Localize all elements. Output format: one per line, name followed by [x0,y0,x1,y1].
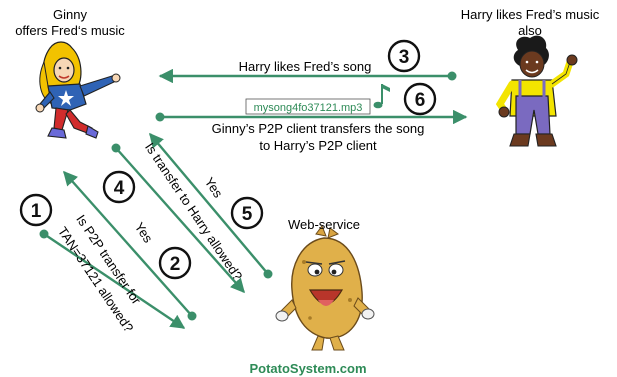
message-harry-likes: Harry likes Fred’s song [239,59,372,74]
arrow-step-1-origin [39,229,49,239]
message-yes-1: Yes [132,219,157,245]
potato-icon [275,224,375,351]
step-badge-5: 5 [230,196,264,230]
arrow-step-2-origin [187,311,197,321]
brand-label: PotatoSystem.com [249,361,366,376]
arrow-step-5 [149,132,269,275]
message-transfer-line2: to Harry’s P2P client [259,138,377,153]
arrow-step-4 [115,147,245,294]
step-badge-4: 4 [102,170,136,204]
arrow-step-2 [63,170,193,317]
message-transfer-line1: Ginny’s P2P client transfers the song [212,121,425,136]
arrow-step-5-origin [263,269,273,279]
step-number: 3 [399,47,410,68]
arrow-step-3-origin [447,71,457,81]
file-name-box [245,98,371,115]
step-number: 6 [415,90,426,111]
step-badge-6: 6 [403,82,437,116]
music-note-icon [373,84,390,109]
step-number: 2 [170,254,181,275]
step-number: 1 [31,201,42,222]
step-number: 4 [114,178,125,199]
step-badge-1: 1 [19,193,53,227]
step-badge-3: 3 [387,39,421,73]
ginny-figure-icon [35,41,121,139]
harry-caption-line1: Harry likes Fred’s music [461,7,600,22]
message-yes-2: Yes [202,174,227,200]
harry-caption-line2: also [518,23,542,38]
file-name: mysong4fo37121.mp3 [254,102,363,114]
ginny-caption-line2: offers Fred‘s music [15,23,125,38]
arrow-step-4-origin [111,143,121,153]
step-number: 5 [242,204,253,225]
ginny-caption-line1: Ginny [53,7,87,22]
step-badge-2: 2 [158,246,192,280]
service-caption: Web-service [288,217,360,232]
harry-figure-icon [495,35,578,147]
arrow-step-6-origin [155,112,165,122]
arrow-step-1 [43,233,186,329]
message-q2: Is transfer to Harry allowed? [142,140,245,283]
